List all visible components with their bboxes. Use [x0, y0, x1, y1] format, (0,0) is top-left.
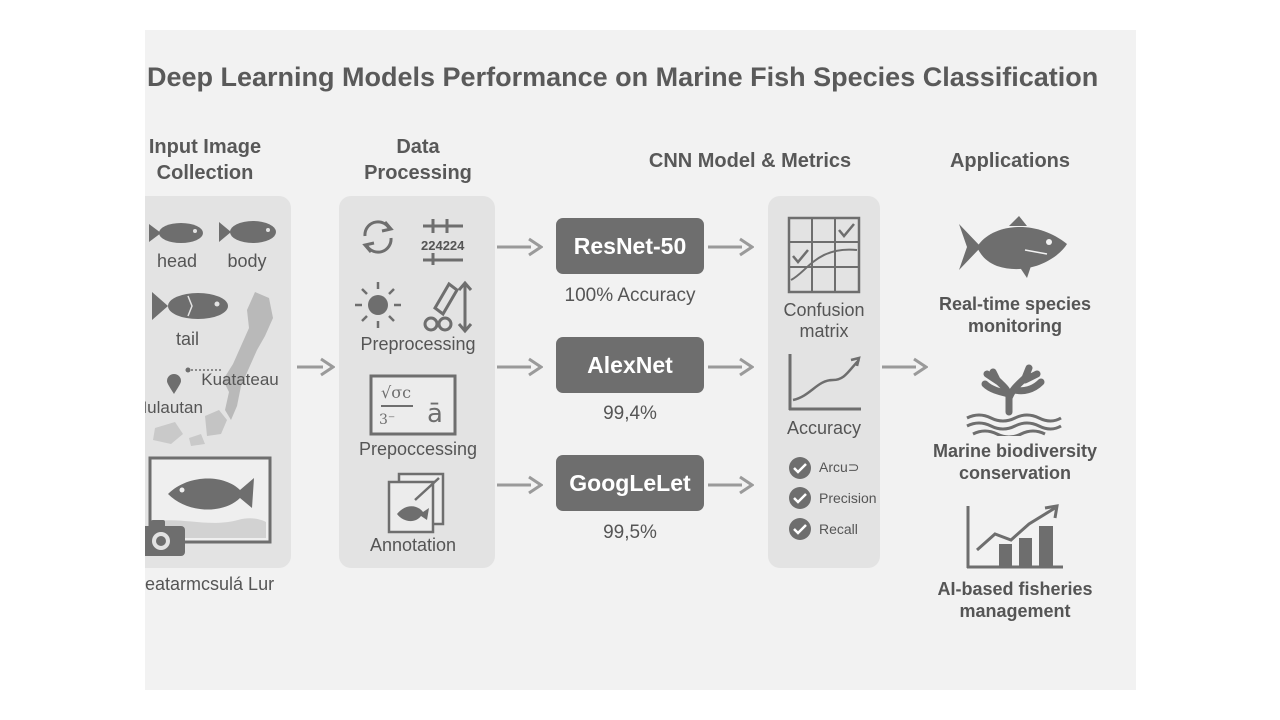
application-1-line1: Real-time species — [938, 294, 1092, 314]
normalization-board-icon: √σc 3⁻ ā — [369, 374, 457, 436]
fish-part-tail: tail — [175, 329, 199, 349]
heading-input-line1: Input Image — [148, 136, 262, 158]
coral-waves-icon — [963, 364, 1063, 436]
tuna-fish-icon — [957, 214, 1069, 280]
confusion-matrix-icon — [787, 216, 861, 294]
check-precision-icon — [788, 486, 812, 510]
heading-input: Input Image Collection — [145, 134, 285, 186]
heading-input-line2: Collection — [156, 162, 254, 184]
processing-step-annotation: Annotation — [369, 535, 457, 555]
svg-text:√σc: √σc — [381, 383, 411, 402]
heading-processing-line2: Processing — [364, 162, 472, 184]
annotation-icon — [385, 470, 449, 534]
check-recall-icon — [788, 517, 812, 541]
arrow-input-to-processing — [295, 356, 335, 378]
svg-text:ā: ā — [427, 399, 443, 429]
model-googlelet: GoogLeLet — [556, 455, 704, 511]
check-arcu-icon — [788, 456, 812, 480]
metric-confusion-line2: matrix — [799, 321, 849, 341]
arrow-alexnet-to-metrics — [706, 356, 754, 378]
fish-body-icon — [217, 218, 279, 246]
arrow-metrics-to-applications — [880, 356, 928, 378]
application-3-line1: AI-based fisheries — [937, 579, 1093, 599]
arrow-resnet-to-metrics — [706, 236, 754, 258]
map-label-east: Kuatateau — [201, 370, 279, 389]
application-biodiversity-conservation: Marine biodiversity conservation — [915, 440, 1115, 484]
application-species-monitoring: Real-time species monitoring — [915, 293, 1115, 337]
model-resnet50-accuracy: 100% Accuracy — [564, 285, 696, 306]
map-pin-icon — [167, 374, 181, 394]
metric-accuracy: Accuracy — [786, 418, 862, 438]
heading-processing-line1: Data — [396, 136, 440, 158]
diagram-canvas: Deep Learning Models Performance on Mari… — [145, 30, 1136, 690]
map-islands-icon — [145, 288, 285, 448]
processing-step-preprocessing: Preprocessing — [360, 334, 476, 354]
resize-icon — [419, 216, 481, 266]
application-fisheries-management: AI-based fisheries management — [915, 578, 1115, 622]
fish-part-head: head — [156, 251, 198, 271]
heading-applications: Applications — [949, 150, 1070, 172]
input-caption: aeatarmcsulá Lur — [145, 574, 275, 594]
arrow-processing-to-googlelet — [495, 474, 543, 496]
model-alexnet-accuracy: 99,4% — [603, 403, 657, 424]
application-2-line1: Marine biodiversity — [932, 441, 1098, 461]
fish-head-icon — [147, 220, 207, 246]
fish-tail-icon — [150, 288, 230, 324]
resize-text: 224224 — [421, 238, 465, 253]
application-3-line2: management — [959, 601, 1071, 621]
model-alexnet: AlexNet — [556, 337, 704, 393]
metric-check-arcu: Arcu⊃ — [819, 459, 860, 475]
accuracy-chart-icon — [787, 352, 863, 412]
camera-icon — [145, 518, 187, 558]
arrow-googlelet-to-metrics — [706, 474, 754, 496]
metric-confusion-line1: Confusion — [783, 300, 865, 320]
svg-text:3⁻: 3⁻ — [379, 412, 395, 428]
fish-part-body: body — [227, 251, 267, 271]
map-route-line — [185, 367, 221, 373]
model-resnet50: ResNet-50 — [556, 218, 704, 274]
map-label-west: Mulautan — [145, 398, 203, 417]
growth-bar-chart-icon — [965, 504, 1065, 570]
model-googlelet-accuracy: 99,5% — [603, 522, 657, 543]
application-2-line2: conservation — [958, 463, 1072, 483]
diagram-title: Deep Learning Models Performance on Mari… — [147, 62, 1099, 92]
photo-frame-icon — [148, 456, 272, 544]
metric-check-precision: Precision — [819, 490, 877, 506]
augmentation-icon — [421, 280, 477, 334]
arrow-processing-to-alexnet — [495, 356, 543, 378]
metric-confusion-matrix: Confusion matrix — [770, 300, 878, 342]
heading-processing: Data Processing — [338, 134, 498, 186]
processing-step-prepoccessing: Prepoccessing — [358, 439, 478, 459]
rotate-icon — [357, 216, 399, 258]
metric-check-recall: Recall — [819, 521, 858, 537]
brightness-icon — [353, 280, 403, 330]
arrow-processing-to-resnet — [495, 236, 543, 258]
application-1-line2: monitoring — [968, 316, 1062, 336]
heading-models: CNN Model & Metrics — [648, 150, 852, 172]
